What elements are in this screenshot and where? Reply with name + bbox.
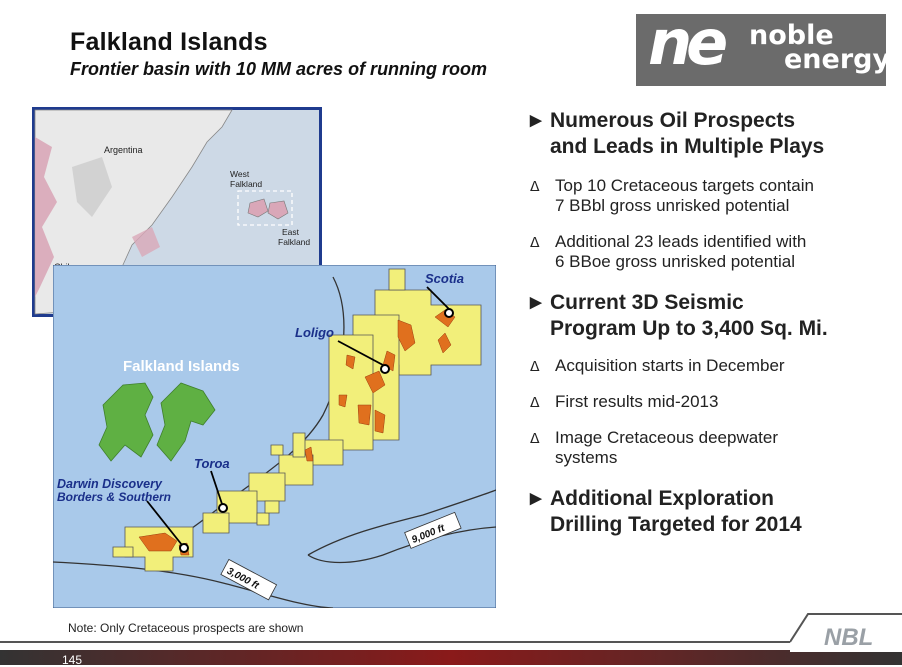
falkland-islands-label: Falkland Islands (123, 358, 240, 375)
prospect-label-toroa: Toroa (194, 456, 230, 471)
logo-text-noble: noble (749, 20, 834, 51)
footer-tab-shape (790, 613, 902, 652)
noble-energy-logo: ne noble energy (636, 6, 890, 86)
page-number: 145 (62, 653, 83, 667)
logo-mark: ne (648, 6, 728, 79)
licence-map: Falkland Islands (53, 265, 496, 608)
prospect-label-darwin: Darwin Discovery (57, 477, 163, 491)
prospect-label-scotia: Scotia (425, 271, 464, 286)
caret-bullet-icon: ᐃ (530, 234, 540, 250)
nbl-logo: NBL (824, 624, 874, 651)
prospect-label-borders-southern: Borders & Southern (57, 490, 171, 504)
caret-bullet-icon: ᐃ (530, 178, 540, 194)
triangle-bullet-icon: ▶ (530, 490, 542, 507)
caret-bullet-icon: ᐃ (530, 430, 540, 446)
caret-bullet-icon: ᐃ (530, 394, 540, 410)
logo-text-energy: energy (784, 44, 891, 75)
footer-divider (0, 641, 902, 643)
page-title: Falkland Islands (70, 28, 268, 56)
footer-bar (0, 650, 902, 665)
footnote: Note: Only Cretaceous prospects are show… (68, 621, 304, 635)
caret-bullet-icon: ᐃ (530, 358, 540, 374)
label-argentina: Argentina (104, 145, 143, 155)
triangle-bullet-icon: ▶ (530, 294, 542, 311)
page-subtitle: Frontier basin with 10 MM acres of runni… (70, 59, 488, 79)
prospect-label-loligo: Loligo (295, 325, 334, 340)
triangle-bullet-icon: ▶ (530, 112, 542, 129)
